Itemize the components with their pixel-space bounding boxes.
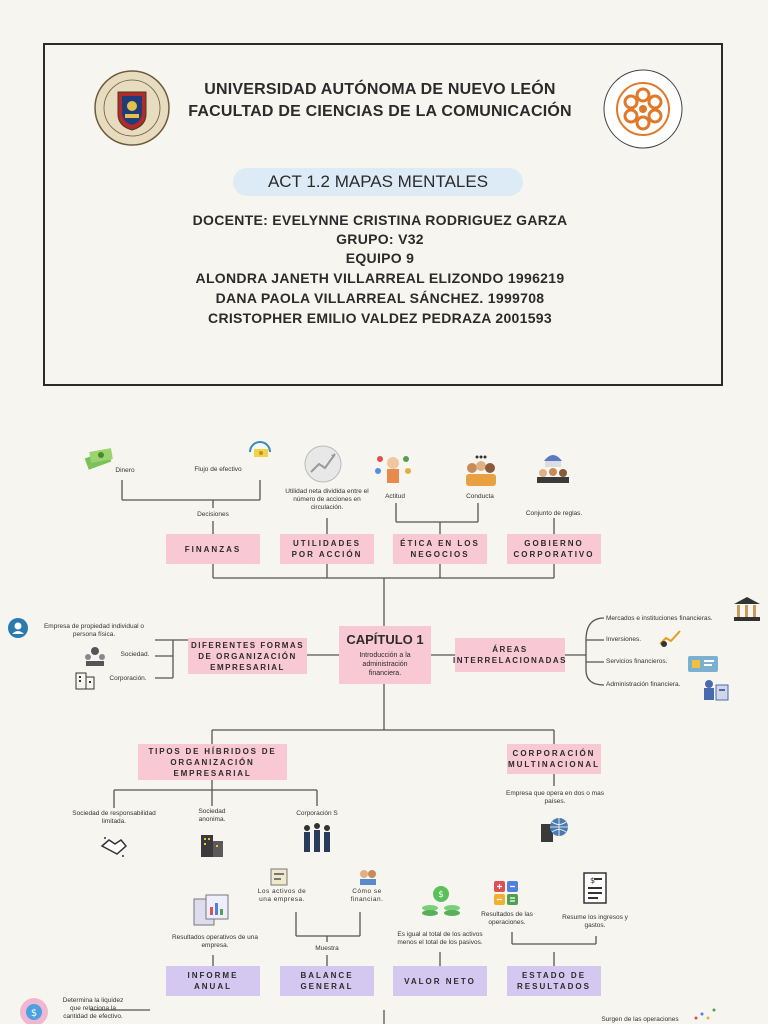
member-line: CRISTOPHER EMILIO VALDEZ PEDRAZA 2001593 [208,310,552,326]
activity-title: ACT 1.2 MAPAS MENTALES [233,168,523,196]
person-icon [7,617,29,639]
attitude-icon [374,449,412,489]
formas-node: DIFERENTES FORMAS DE ORGANIZACIÓN EMPRES… [188,638,307,674]
forma-item: Corporación. [109,675,147,682]
actitud-note: Actitud [385,493,405,500]
conducta-note: Conducta [466,493,494,500]
member-line: ALONDRA JANETH VILLARREAL ELIZONDO 19962… [195,270,565,286]
uanl-seal-icon [94,70,170,146]
balance-activos: Los activos de una empresa. [257,888,307,903]
estado-resume: Resume los ingresos y gastos. [562,914,628,929]
area-item: Servicios financieros. [606,658,668,665]
report-icon [190,893,232,929]
balance-muestra: Muestra [315,945,339,952]
team-line: EQUIPO 9 [345,250,415,266]
partnership-icon [84,645,106,667]
hibrido-item: Corporación S [296,810,338,817]
liquidez-note: Determina la liquidez que relaciona la c… [62,997,124,1020]
handshake-icon [99,832,129,860]
corporation-icon [73,667,97,691]
growth-chart-icon [303,444,343,484]
university-title: UNIVERSIDAD AUTÓNOMA DE NUEVO LEÓN [204,81,556,98]
member-line: DANA PAOLA VILLARREAL SÁNCHEZ. 1999708 [215,290,545,306]
central-title: CAPÍTULO 1 [346,632,424,647]
balance-como: Cómo se financian. [350,888,384,903]
sparkle-icon [690,1004,720,1024]
surgen-note: Surgen de las operaciones [601,1016,679,1023]
utilidades-node: UTILIDADES POR ACCIÓN [280,534,374,564]
valor-node: VALOR NETO [393,966,487,996]
finance-admin-icon [700,677,730,703]
forma-item: Sociedad. [120,651,150,658]
cash-flow-icon [244,437,276,467]
hibridos-node: TIPOS DE HÍBRIDOS DE ORGANIZACIÓN EMPRES… [138,744,287,780]
multinacional-note: Empresa que opera en dos o mas países. [506,790,604,805]
liquidity-icon: $ [14,992,54,1024]
financial-services-icon [686,650,720,674]
multinacional-node: CORPORACIÓN MULTINACIONAL [507,744,601,774]
decisiones-note: Decisiones [197,511,229,518]
government-icon [534,447,572,485]
forma-item: Empresa de propiedad individual o person… [43,623,145,638]
global-building-icon [538,814,570,844]
fcc-seal-icon [603,69,683,149]
central-subtitle: Introducción a la administración financi… [359,652,411,677]
valor-note: Es igual al total de los activos menos e… [397,931,483,946]
area-item: Inversiones. [606,636,642,643]
informe-node: INFORME ANUAL [166,966,260,996]
informe-note: Resultados operativos de una empresa. [171,934,258,949]
flujo-note: Flujo de efectivo [194,466,242,473]
coins-icon: $ [418,884,464,920]
teacher-line: DOCENTE: EVELYNNE CRISTINA RODRIGUEZ GAR… [192,212,568,228]
etica-node: ÉTICA EN LOS NEGOCIOS [393,534,487,564]
investment-icon [658,628,682,648]
area-item: Mercados e instituciones financieras. [606,615,713,622]
balance-node: BALANCE GENERAL [280,966,374,996]
utilidades-note: Utilidad neta dividida entre el número d… [285,488,369,511]
areas-node: ÁREAS INTERRELACIONADAS [453,638,565,672]
hibrido-item: Sociedad de responsabilidad limitada. [72,810,156,825]
svg-text:$: $ [31,1008,37,1019]
area-item: Administración financiera. [606,681,681,688]
document-icon [268,866,292,888]
calculator-icon [492,879,520,907]
bank-icon [732,594,762,624]
conduct-icon [462,454,500,488]
team-icon [298,820,336,856]
central-node: CAPÍTULO 1 Introducción a la administrac… [339,626,431,684]
invoice-icon: $ [578,871,610,907]
financing-icon [356,866,380,888]
dinero-note: Dinero [115,467,135,474]
faculty-title: FACULTAD DE CIENCIAS DE LA COMUNICACIÓN [188,103,572,120]
estado-node: ESTADO DE RESULTADOS [507,966,601,996]
hibrido-item: Sociedad anonima. [198,808,226,823]
gobierno-note: Conjunto de reglas. [525,510,583,517]
svg-text:$: $ [438,890,444,900]
building-icon [197,829,227,859]
finanzas-node: FINANZAS [166,534,260,564]
estado-resultados: Resultados de las operaciones. [481,911,533,926]
svg-text:$: $ [590,876,595,885]
gobierno-node: GOBIERNO CORPORATIVO [507,534,601,564]
money-icon [84,442,116,472]
group-line: GRUPO: V32 [336,231,424,247]
